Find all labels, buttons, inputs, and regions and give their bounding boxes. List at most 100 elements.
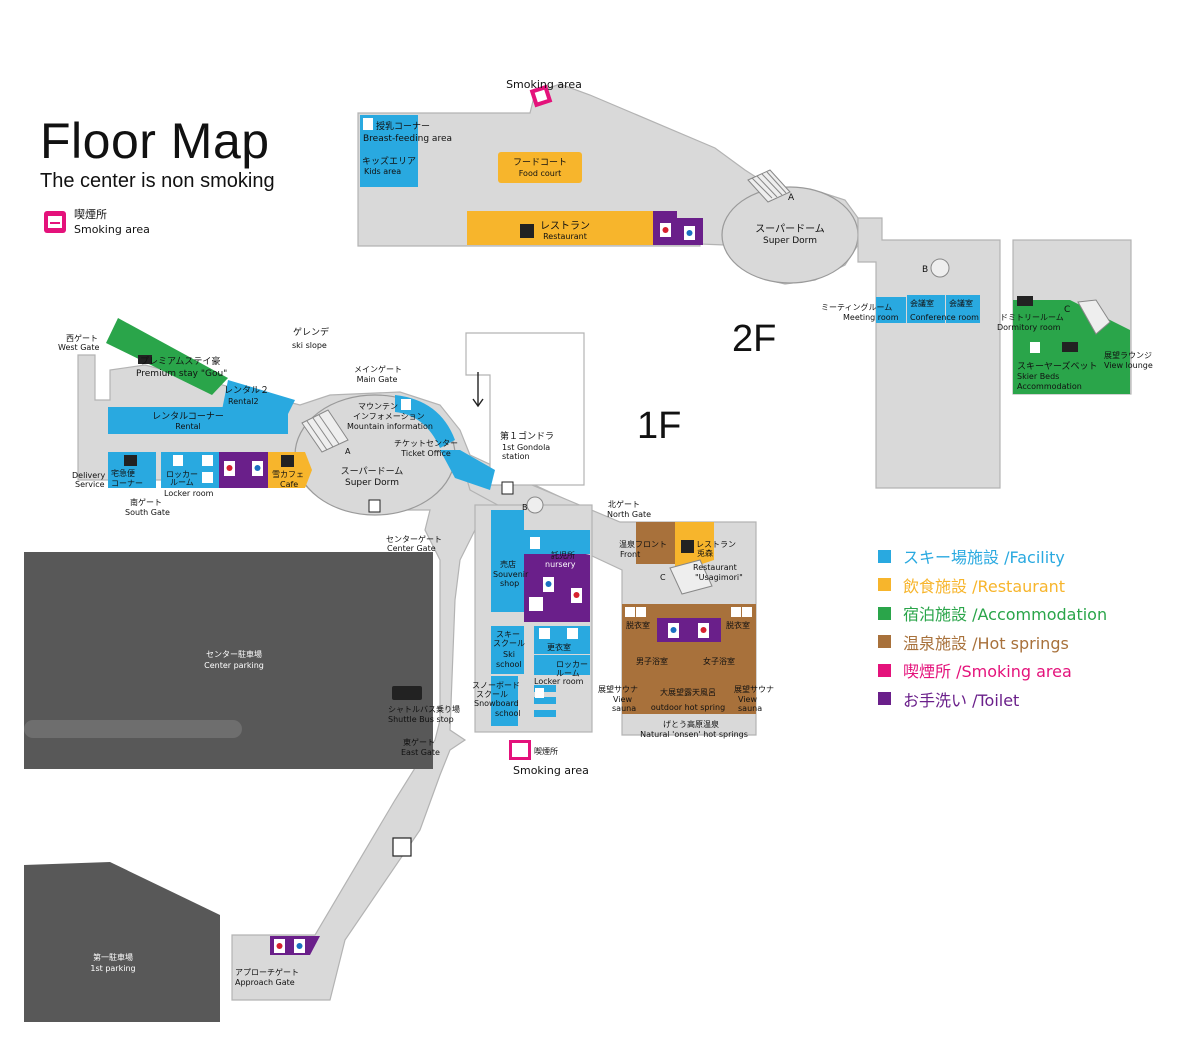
1f-snow-en2: school bbox=[495, 709, 521, 718]
1f-gondola-en1: 1st Gondola bbox=[502, 443, 550, 452]
smoking-legend: 喫煙所 Smoking area bbox=[44, 207, 150, 237]
1f-onsen-front-en: Front bbox=[620, 550, 640, 559]
2f-c: C bbox=[1064, 305, 1070, 315]
2f-view-en: View lounge bbox=[1104, 361, 1153, 370]
1f-stairs-a bbox=[301, 409, 349, 453]
legend-label: お手洗い /Toilet bbox=[903, 690, 1020, 710]
gondola-arrow-head bbox=[472, 398, 484, 408]
1f-usagimori bbox=[675, 522, 714, 568]
1f-snowboard-school bbox=[491, 676, 518, 726]
1f-rental2-jp: レンタル２ bbox=[224, 385, 269, 396]
1f-datsui-jp1: 脱衣室 bbox=[626, 620, 650, 630]
1f-mtn-jp1: マウンテン bbox=[358, 402, 398, 411]
1f-locker-small-3 bbox=[534, 710, 556, 717]
2f-skier-jp: スキーヤーズベット bbox=[1017, 360, 1098, 372]
1f-change-jp: 更衣室 bbox=[547, 642, 571, 652]
1f-center-gate-en: Center Gate bbox=[387, 544, 436, 553]
1f-ticket-en: Ticket Office bbox=[400, 449, 451, 458]
2f-food-en: Food court bbox=[519, 169, 562, 178]
locker-icon-onsen-a bbox=[625, 607, 635, 617]
1f-east-jp: 東ゲート bbox=[403, 737, 435, 747]
1f-shop-jp: 売店 bbox=[500, 559, 516, 569]
2f-conf-jp1: 会議室 bbox=[910, 298, 934, 308]
1f-onsen-en: Natural 'onsen' hot springs bbox=[640, 730, 748, 739]
1f-usagi-en1: Restaurant bbox=[693, 563, 737, 572]
floor-label-2f: 2F bbox=[732, 318, 777, 360]
1f-premium-jp: プレミアムステイ豪 bbox=[140, 355, 220, 367]
smoking-icon-2f bbox=[534, 89, 548, 103]
bed-icon-2f-dorm bbox=[1017, 296, 1033, 306]
floor-label-1f: 1F bbox=[637, 405, 682, 447]
2f-meeting-room bbox=[876, 297, 906, 323]
2f-nursing-en: Breast-feeding area bbox=[363, 134, 452, 144]
1f-north-jp: 北ゲート bbox=[608, 499, 640, 509]
1f-locker2-jp1: ロッカー bbox=[556, 660, 588, 669]
smoking-legend-en: Smoking area bbox=[74, 223, 150, 236]
1f-snow-jp1: スノーボード bbox=[472, 681, 520, 690]
2f-meet-jp: ミーティングルーム bbox=[821, 302, 892, 312]
1f-sauna-en2a: View bbox=[738, 695, 757, 704]
labels-1f: 西ゲート West Gate プレミアムステイ豪 Premium stay "G… bbox=[58, 326, 774, 987]
legend-swatch bbox=[878, 606, 891, 620]
1f-snow-en1: Snowboard bbox=[474, 699, 519, 708]
1f-school-jp1: スキー bbox=[496, 630, 520, 639]
1f-sauna-en1b: sauna bbox=[612, 704, 636, 713]
2f-restaurant bbox=[467, 211, 653, 245]
1f-stairs-b bbox=[526, 496, 544, 514]
2f-food-jp: フードコート bbox=[513, 158, 567, 168]
page-subtitle: The center is non smoking bbox=[40, 170, 275, 192]
1f-mtn-en: Mountain information bbox=[347, 422, 433, 431]
1f-gondola-en2: station bbox=[502, 452, 530, 461]
1f-usagi-en2: "Usagimori" bbox=[695, 573, 743, 582]
1f-usagi-jp1: レストラン bbox=[696, 540, 736, 549]
restaurant-icon-usagimori bbox=[681, 540, 694, 553]
1f-ticket-jp: チケットセンター bbox=[394, 439, 458, 448]
2f-conf-jp2: 会議室 bbox=[949, 298, 973, 308]
legend-swatch bbox=[878, 635, 891, 649]
1f-cafe-en: Cafe bbox=[280, 480, 298, 489]
1f-outdoor-jp: 大展望露天風呂 bbox=[660, 687, 716, 697]
changing-icon-school-a bbox=[539, 628, 550, 639]
legend-row: 喫煙所 /Smoking area bbox=[878, 656, 1107, 685]
changing-icon-school-b bbox=[567, 628, 578, 639]
1f-shuttle-en: Shuttle Bus stop bbox=[388, 715, 454, 724]
locker-icon-onsen-b bbox=[742, 607, 752, 617]
legend-label: 温泉施設 /Hot springs bbox=[903, 633, 1069, 653]
1f-shuttle-jp: シャトルバス乗り場 bbox=[388, 704, 460, 714]
1f-locker-jp1: ロッカー bbox=[166, 470, 198, 479]
locker-icon-2f bbox=[1030, 342, 1040, 353]
1f-east-en: East Gate bbox=[401, 748, 440, 757]
1f-school-en2: school bbox=[496, 660, 522, 669]
legend-row: お手洗い /Toilet bbox=[878, 685, 1107, 714]
phone-icon bbox=[501, 481, 514, 495]
2f-kids-en: Kids area bbox=[364, 167, 401, 176]
1f-north-en: North Gate bbox=[607, 510, 651, 519]
1f-approach-en: Approach Gate bbox=[235, 978, 295, 987]
locker-icon-1f bbox=[173, 455, 183, 466]
1f-rental-en: Rental bbox=[175, 422, 200, 431]
2f-nursing-jp: 授乳コーナー bbox=[376, 120, 430, 132]
2f-dormitory-jp: ドミトリールーム bbox=[1000, 313, 1064, 322]
1f-maingate-jp: メインゲート bbox=[354, 364, 402, 374]
1f-b: B bbox=[522, 503, 528, 512]
legend-label: 飲食施設 /Restaurant bbox=[903, 576, 1066, 596]
1f-south-jp: 南ゲート bbox=[130, 497, 162, 507]
changing-icon-onsen-b bbox=[731, 607, 741, 617]
2f-meet-en: Meeting room bbox=[843, 313, 899, 322]
1f-ticket-office bbox=[440, 450, 495, 490]
delivery-icon bbox=[124, 455, 137, 466]
2f-stairs-b bbox=[930, 258, 950, 278]
1f-men-bath: 男子浴室 bbox=[636, 656, 668, 666]
2f-food-court bbox=[498, 152, 582, 183]
1f-dorm-en: Super Dorm bbox=[345, 478, 399, 488]
legend-label: 喫煙所 /Smoking area bbox=[903, 662, 1072, 682]
1f-sauna-jp1: 展望サウナ bbox=[598, 684, 638, 694]
1f-center-park-en: Center parking bbox=[204, 661, 264, 670]
2f-stairs-a bbox=[747, 169, 791, 203]
smoking-icon bbox=[44, 211, 66, 233]
1f-west-jp: 西ゲート bbox=[66, 333, 98, 343]
1f-nursery-en: nursery bbox=[545, 560, 576, 569]
2f-conference-room-1 bbox=[907, 295, 945, 323]
escalator-icon bbox=[392, 837, 412, 857]
1f-maingate-en: Main Gate bbox=[357, 375, 398, 384]
